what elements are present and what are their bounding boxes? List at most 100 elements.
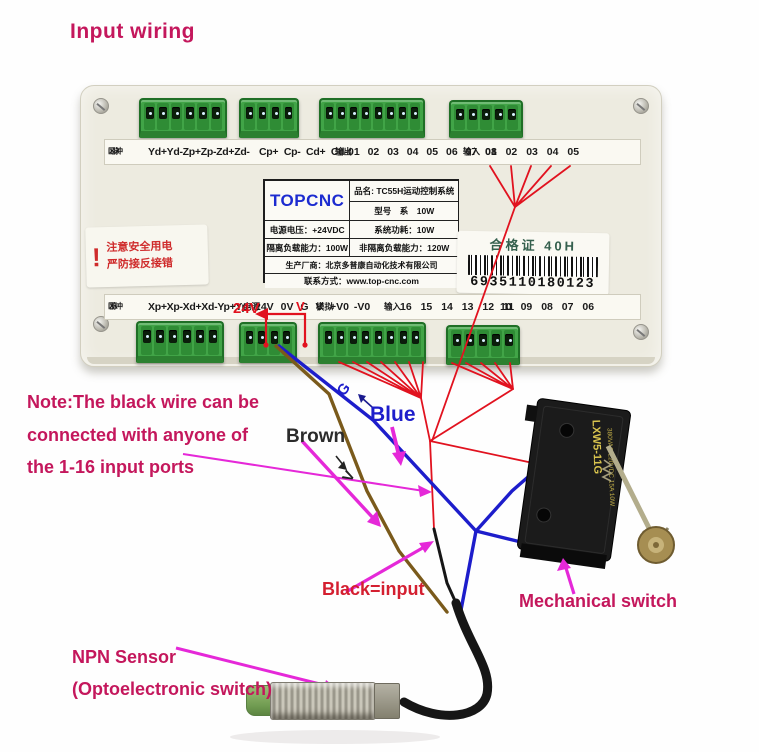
barcode bbox=[467, 254, 599, 278]
terminal-pin bbox=[194, 326, 206, 355]
label-mechanical-switch: Mechanical switch bbox=[519, 591, 678, 611]
label-blue: Blue bbox=[370, 403, 416, 426]
terminal-pin bbox=[197, 103, 209, 130]
brown-wire bbox=[274, 344, 449, 614]
switch-spec-text: 380VAC 220VDC 15A 10W bbox=[606, 428, 616, 507]
terminal-pin bbox=[480, 105, 492, 130]
terminal-pin bbox=[144, 103, 156, 130]
arrow-blue-label-to-wire bbox=[390, 426, 401, 457]
spec-noniso-load: 非隔离负载能力：120W bbox=[350, 239, 458, 256]
screw-icon bbox=[93, 98, 109, 114]
terminal-pin bbox=[157, 103, 169, 130]
label-24v-red: 24V bbox=[233, 300, 260, 317]
terminal-pin bbox=[373, 327, 384, 356]
terminal-pin bbox=[323, 327, 334, 356]
output-numbers: 01 02 03 04 05 06 07 08 bbox=[348, 146, 497, 158]
spec-voltage: 电源电压：+24VDC bbox=[265, 221, 350, 238]
top-pulse-pin-labels: Yd+Yd-Zp+Zp-Zd+Zd- bbox=[148, 146, 250, 158]
spec-contact: 联系方式：www.top-cnc.com bbox=[265, 274, 458, 288]
terminal-pin bbox=[141, 326, 153, 355]
terminal-pin bbox=[490, 330, 502, 357]
note-line3: the 1-16 input ports bbox=[27, 457, 195, 477]
terminal-pin bbox=[336, 103, 347, 130]
exclamation-icon: ! bbox=[91, 241, 102, 272]
terminal-block-top-pulse2 bbox=[139, 98, 227, 138]
switch-mount-hole bbox=[536, 507, 552, 523]
terminal-pin bbox=[269, 327, 280, 355]
terminal-pin bbox=[348, 103, 359, 130]
switch-model-text: LXW5-11G bbox=[590, 420, 604, 475]
black-wire bbox=[432, 527, 458, 605]
terminal-pin bbox=[281, 327, 292, 355]
terminal-block-top-outputs bbox=[319, 98, 425, 138]
terminal-pin bbox=[398, 327, 409, 356]
brand-logo: TOPCNC bbox=[265, 181, 350, 220]
label-optoelectronic: (Optoelectronic switch) bbox=[72, 679, 273, 699]
top-c-pin-labels: Cp+ Cp- Cd+ Cd- bbox=[259, 146, 348, 158]
mechanical-switch-photo: LXW5-11G 380VAC 220VDC 15A 10W bbox=[517, 398, 675, 570]
analog-label: 模拟 bbox=[316, 301, 334, 312]
terminal-pin bbox=[210, 103, 222, 130]
arrow-note-to-black-wire bbox=[182, 453, 425, 492]
terminal-pin bbox=[493, 105, 505, 130]
power-label: 电源 bbox=[243, 301, 261, 312]
sensor-cable bbox=[399, 598, 493, 720]
spec-model: 型号 系 10W bbox=[350, 202, 458, 220]
terminal-pin bbox=[373, 103, 384, 130]
analog-pin-labels: +V0 -V0 bbox=[330, 301, 371, 313]
power-pin-labels: 24V 0V G V bbox=[255, 301, 323, 313]
terminal-pin bbox=[283, 103, 294, 130]
switch-body bbox=[517, 398, 631, 562]
spec-power: 系统功耗：10W bbox=[350, 221, 458, 238]
bottom-pulse-pin-labels: Xp+Xp-Xd+Xd-Yp+Yp- bbox=[148, 301, 251, 313]
spec-manufacturer: 生产厂商：北京多普康自动化技术有限公司 bbox=[265, 257, 458, 273]
sensor-shadow bbox=[230, 730, 440, 744]
sensor-sensing-tip bbox=[246, 685, 273, 716]
terminal-block-bottom-power bbox=[239, 322, 297, 363]
terminal-block-top-c bbox=[239, 98, 299, 138]
magenta-arrows bbox=[175, 426, 576, 691]
terminal-pin bbox=[467, 105, 479, 130]
blue-branch-switch-upper bbox=[474, 468, 538, 533]
sensor-threaded-body bbox=[270, 682, 376, 720]
page-title: Input wiring bbox=[70, 20, 195, 43]
warning-text: 注意安全用电严防接反接错 bbox=[106, 240, 174, 272]
terminal-pin bbox=[256, 327, 267, 355]
arrow-brown-label-to-wire bbox=[300, 439, 376, 521]
blue-branch-switch-lower bbox=[474, 529, 585, 553]
red-merge-lines bbox=[420, 388, 514, 442]
spec-product: 品名: TC55H运动控制系统 bbox=[350, 181, 458, 201]
terminal-pin bbox=[385, 103, 396, 130]
terminal-pin bbox=[451, 330, 463, 357]
terminal-pin bbox=[503, 330, 516, 357]
bottom-label-strip: I脉区冲 Xp+Xp-Xd+Xd-Yp+Yp- 电源 24V 0V G V 模拟… bbox=[104, 294, 641, 320]
spec-sticker: TOPCNC 品名: TC55H运动控制系统 型号 系 10W 电源电压：+24… bbox=[263, 179, 459, 288]
certificate-title: 合格证 40H bbox=[489, 237, 578, 254]
input-numbers-top: 01 02 03 04 05 bbox=[485, 146, 580, 158]
terminal-pin bbox=[170, 103, 182, 130]
barcode-digits: 6935110180123 bbox=[470, 274, 596, 293]
terminal-pin bbox=[360, 103, 371, 130]
terminal-pin bbox=[244, 327, 255, 355]
label-black-input: Black=input bbox=[322, 579, 425, 599]
label-brown: Brown bbox=[286, 426, 346, 447]
terminal-block-bottom-inputs2 bbox=[446, 325, 520, 365]
roller-bracket bbox=[641, 527, 670, 542]
controller-board: II脉区冲 Yd+Yd-Zp+Zp-Zd+Zd- Cp+ Cp- Cd+ Cd-… bbox=[80, 85, 662, 367]
note-line2: connected with anyone of bbox=[27, 425, 249, 445]
terminal-pin bbox=[360, 327, 371, 356]
switch-lever bbox=[605, 444, 655, 536]
terminal-pin bbox=[183, 103, 196, 130]
input-label-top: 输入 bbox=[463, 146, 481, 157]
terminal-pin bbox=[348, 327, 359, 356]
spec-iso-load: 隔离负载能力：100W bbox=[265, 239, 350, 256]
terminal-pin bbox=[324, 103, 335, 130]
terminal-pin bbox=[270, 103, 281, 130]
input-numbers-10-06: 10 09 08 07 06 bbox=[500, 301, 595, 313]
terminal-pin bbox=[154, 326, 166, 355]
label-npn-sensor: NPN Sensor bbox=[72, 647, 177, 667]
blue-branch-to-cable bbox=[459, 529, 478, 612]
top-label-strip: II脉区冲 Yd+Yd-Zp+Zp-Zd+Zd- Cp+ Cp- Cd+ Cd-… bbox=[104, 139, 641, 165]
terminal-pin bbox=[409, 103, 420, 130]
